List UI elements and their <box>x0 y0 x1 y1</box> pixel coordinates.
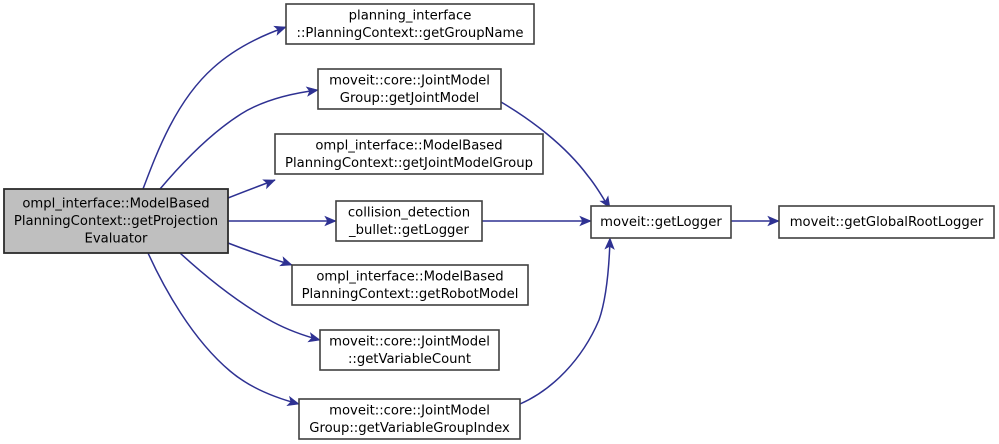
edge-arrowhead-icon <box>262 179 276 190</box>
edge-collision_bullet_get_logger-to-get_logger <box>482 215 592 227</box>
edge-root-to-get_robot_model <box>227 242 293 267</box>
edge-line <box>227 242 293 266</box>
edges-layer <box>142 25 780 407</box>
edge-root-to-get_joint_model_group <box>227 179 276 199</box>
node-label-line: ompl_interface::ModelBased <box>22 197 209 212</box>
node-label-line: moveit::core::JointModel <box>329 403 490 418</box>
edge-line <box>500 101 609 207</box>
edge-get_joint_model-to-get_logger <box>500 101 611 209</box>
edge-root-to-collision_bullet_get_logger <box>228 215 337 227</box>
edge-arrowhead-icon <box>599 195 611 209</box>
node-label-line: moveit::getLogger <box>600 215 722 230</box>
node-label-line: ompl_interface::ModelBased <box>315 138 502 153</box>
graph-node-get_variable_group_index[interactable]: moveit::core::JointModelGroup::getVariab… <box>298 398 521 440</box>
graph-node-get_group_name[interactable]: planning_interface::PlanningContext::get… <box>285 3 535 45</box>
edge-line <box>519 239 611 405</box>
node-label-line: collision_detection <box>348 205 470 220</box>
node-box[interactable] <box>590 205 732 239</box>
graph-node-get_variable_count[interactable]: moveit::core::JointModel::getVariableCou… <box>319 329 500 371</box>
node-label-line: moveit::getGlobalRootLogger <box>790 215 984 230</box>
edge-line <box>142 26 287 190</box>
node-box[interactable] <box>319 329 500 371</box>
edge-line <box>159 89 319 190</box>
node-box[interactable] <box>778 205 995 239</box>
graph-node-get_global_root_logger[interactable]: moveit::getGlobalRootLogger <box>778 205 995 239</box>
node-label-line: PlanningContext::getRobotModel <box>302 287 519 302</box>
node-box[interactable] <box>317 68 502 110</box>
edge-arrowhead-icon <box>307 332 321 343</box>
graph-node-get_robot_model[interactable]: ompl_interface::ModelBasedPlanningContex… <box>291 264 529 306</box>
edge-get_logger-to-get_global_root_logger <box>731 215 780 227</box>
edge-get_variable_group_index-to-get_logger <box>519 237 615 405</box>
edge-root-to-get_variable_count <box>179 252 321 343</box>
graph-node-root[interactable]: ompl_interface::ModelBasedPlanningContex… <box>3 188 229 254</box>
edge-arrowhead-icon <box>579 215 592 227</box>
node-label-line: PlanningContext::getProjection <box>14 214 218 229</box>
node-box[interactable] <box>3 188 229 254</box>
node-label-line: Group::getJointModel <box>340 91 479 106</box>
edge-arrowhead-icon <box>324 215 337 227</box>
node-label-line: moveit::core::JointModel <box>329 334 490 349</box>
node-label-line: ::getVariableCount <box>348 352 471 367</box>
node-box[interactable] <box>291 264 529 306</box>
node-label-line: Group::getVariableGroupIndex <box>309 421 510 436</box>
edge-root-to-get_group_name <box>142 25 287 190</box>
edge-root-to-get_joint_model <box>159 86 319 190</box>
graph-node-get_logger[interactable]: moveit::getLogger <box>590 205 732 239</box>
edge-arrowhead-icon <box>305 86 319 97</box>
edge-arrowhead-icon <box>286 395 300 407</box>
node-label-line: ::PlanningContext::getGroupName <box>297 26 524 41</box>
edge-line <box>179 252 321 341</box>
graph-node-get_joint_model[interactable]: moveit::core::JointModelGroup::getJointM… <box>317 68 502 110</box>
node-box[interactable] <box>274 133 544 175</box>
node-label-line: _bullet::getLogger <box>348 223 470 238</box>
graph-node-get_joint_model_group[interactable]: ompl_interface::ModelBasedPlanningContex… <box>274 133 544 175</box>
edge-line <box>147 252 300 405</box>
node-label-line: ompl_interface::ModelBased <box>316 269 503 284</box>
node-label-line: moveit::core::JointModel <box>329 73 490 88</box>
edge-arrowhead-icon <box>604 237 615 250</box>
node-label-line: Evaluator <box>85 232 149 247</box>
edge-arrowhead-icon <box>767 215 780 227</box>
node-box[interactable] <box>285 3 535 45</box>
edge-arrowhead-icon <box>279 256 293 267</box>
node-label-line: PlanningContext::getJointModelGroup <box>285 156 533 171</box>
node-box[interactable] <box>298 398 521 440</box>
graph-node-collision_bullet_get_logger[interactable]: collision_detection_bullet::getLogger <box>335 200 483 242</box>
edge-arrowhead-icon <box>273 25 287 36</box>
node-box[interactable] <box>335 200 483 242</box>
nodes-layer: ompl_interface::ModelBasedPlanningContex… <box>3 3 995 440</box>
node-label-line: planning_interface <box>349 8 472 23</box>
edge-root-to-get_variable_group_index <box>147 252 300 407</box>
